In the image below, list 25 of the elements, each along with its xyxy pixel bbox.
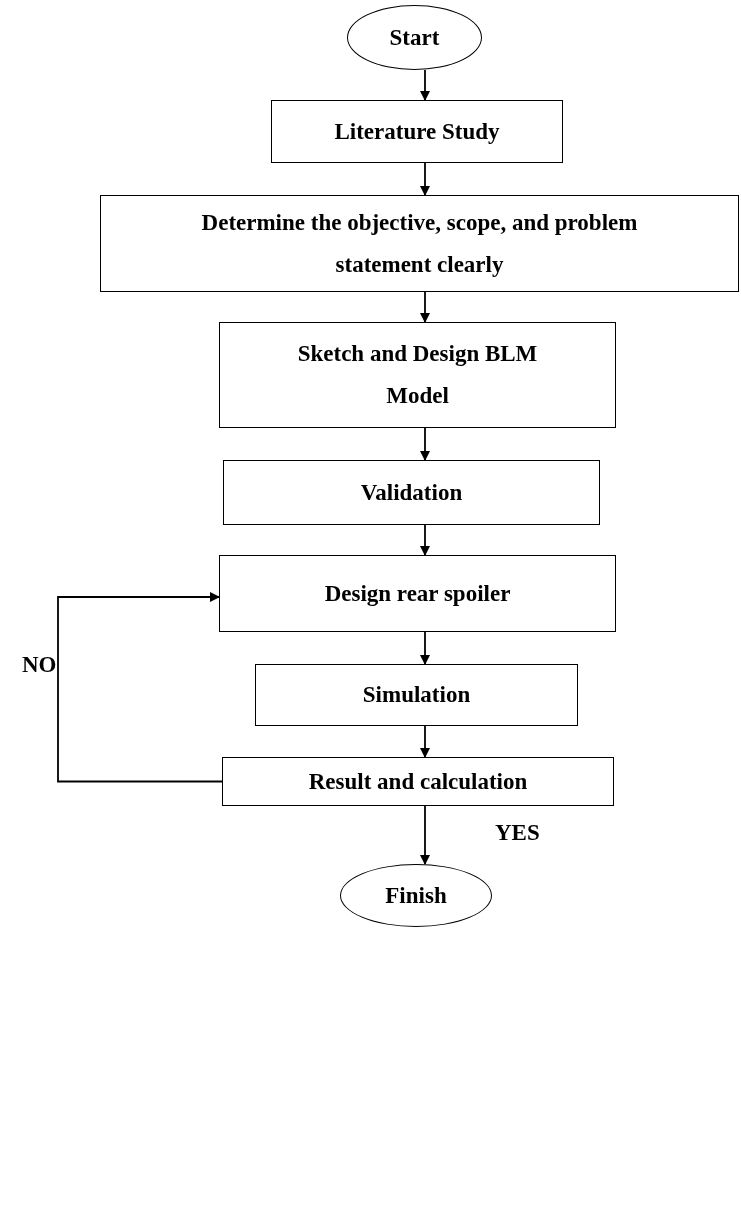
node-label: Finish — [385, 881, 447, 910]
arrow — [420, 69, 430, 101]
node-label: Determine the objective, scope, and problem statement clearly — [200, 208, 639, 279]
arrow — [420, 524, 430, 556]
process-box — [222, 757, 614, 806]
arrow — [420, 631, 430, 665]
arrow — [420, 162, 430, 196]
node-label: Sketch and Design BLM Model — [296, 340, 539, 410]
arrow — [420, 427, 430, 461]
arrow — [420, 725, 430, 758]
arrow — [420, 291, 430, 323]
node-label: Validation — [360, 478, 463, 507]
process-box — [271, 100, 563, 163]
process-box — [100, 195, 739, 292]
process-box — [223, 460, 600, 525]
arrow — [420, 805, 430, 865]
process-box — [255, 664, 578, 726]
node-label: Simulation — [362, 681, 471, 709]
process-box — [219, 555, 616, 632]
node-label: Design rear spoiler — [324, 579, 511, 608]
node-label: Literature Study — [334, 117, 500, 146]
node-label: Start — [389, 23, 440, 52]
arrow — [57, 592, 223, 783]
node-label: Result and calculation — [308, 767, 528, 796]
process-box — [219, 322, 616, 428]
